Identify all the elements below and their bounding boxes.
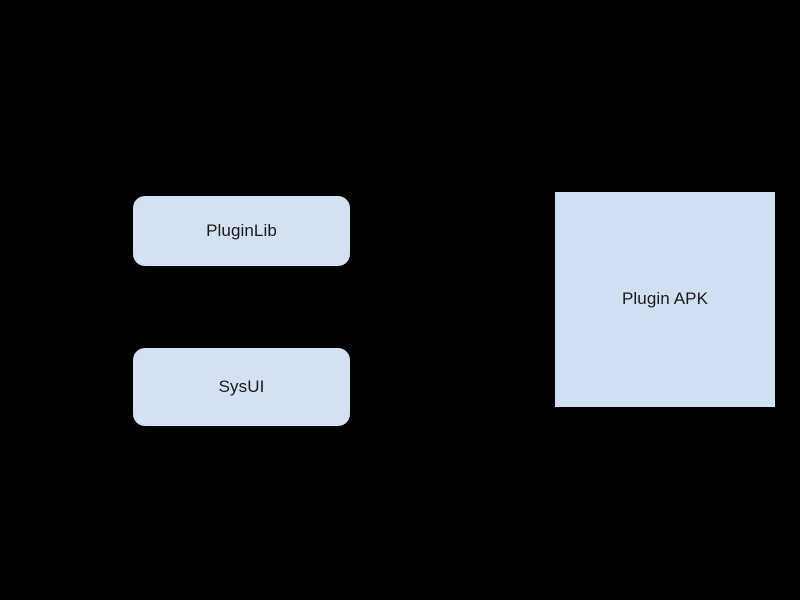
node-sysui[interactable]: SysUI xyxy=(133,348,350,426)
node-sysui-label: SysUI xyxy=(218,376,265,396)
node-pluginlib-label: PluginLib xyxy=(206,220,277,240)
node-plugin-apk-label: Plugin APK xyxy=(621,289,709,309)
node-plugin-apk[interactable]: Plugin APK xyxy=(555,192,775,407)
node-pluginlib[interactable]: PluginLib xyxy=(133,196,350,266)
